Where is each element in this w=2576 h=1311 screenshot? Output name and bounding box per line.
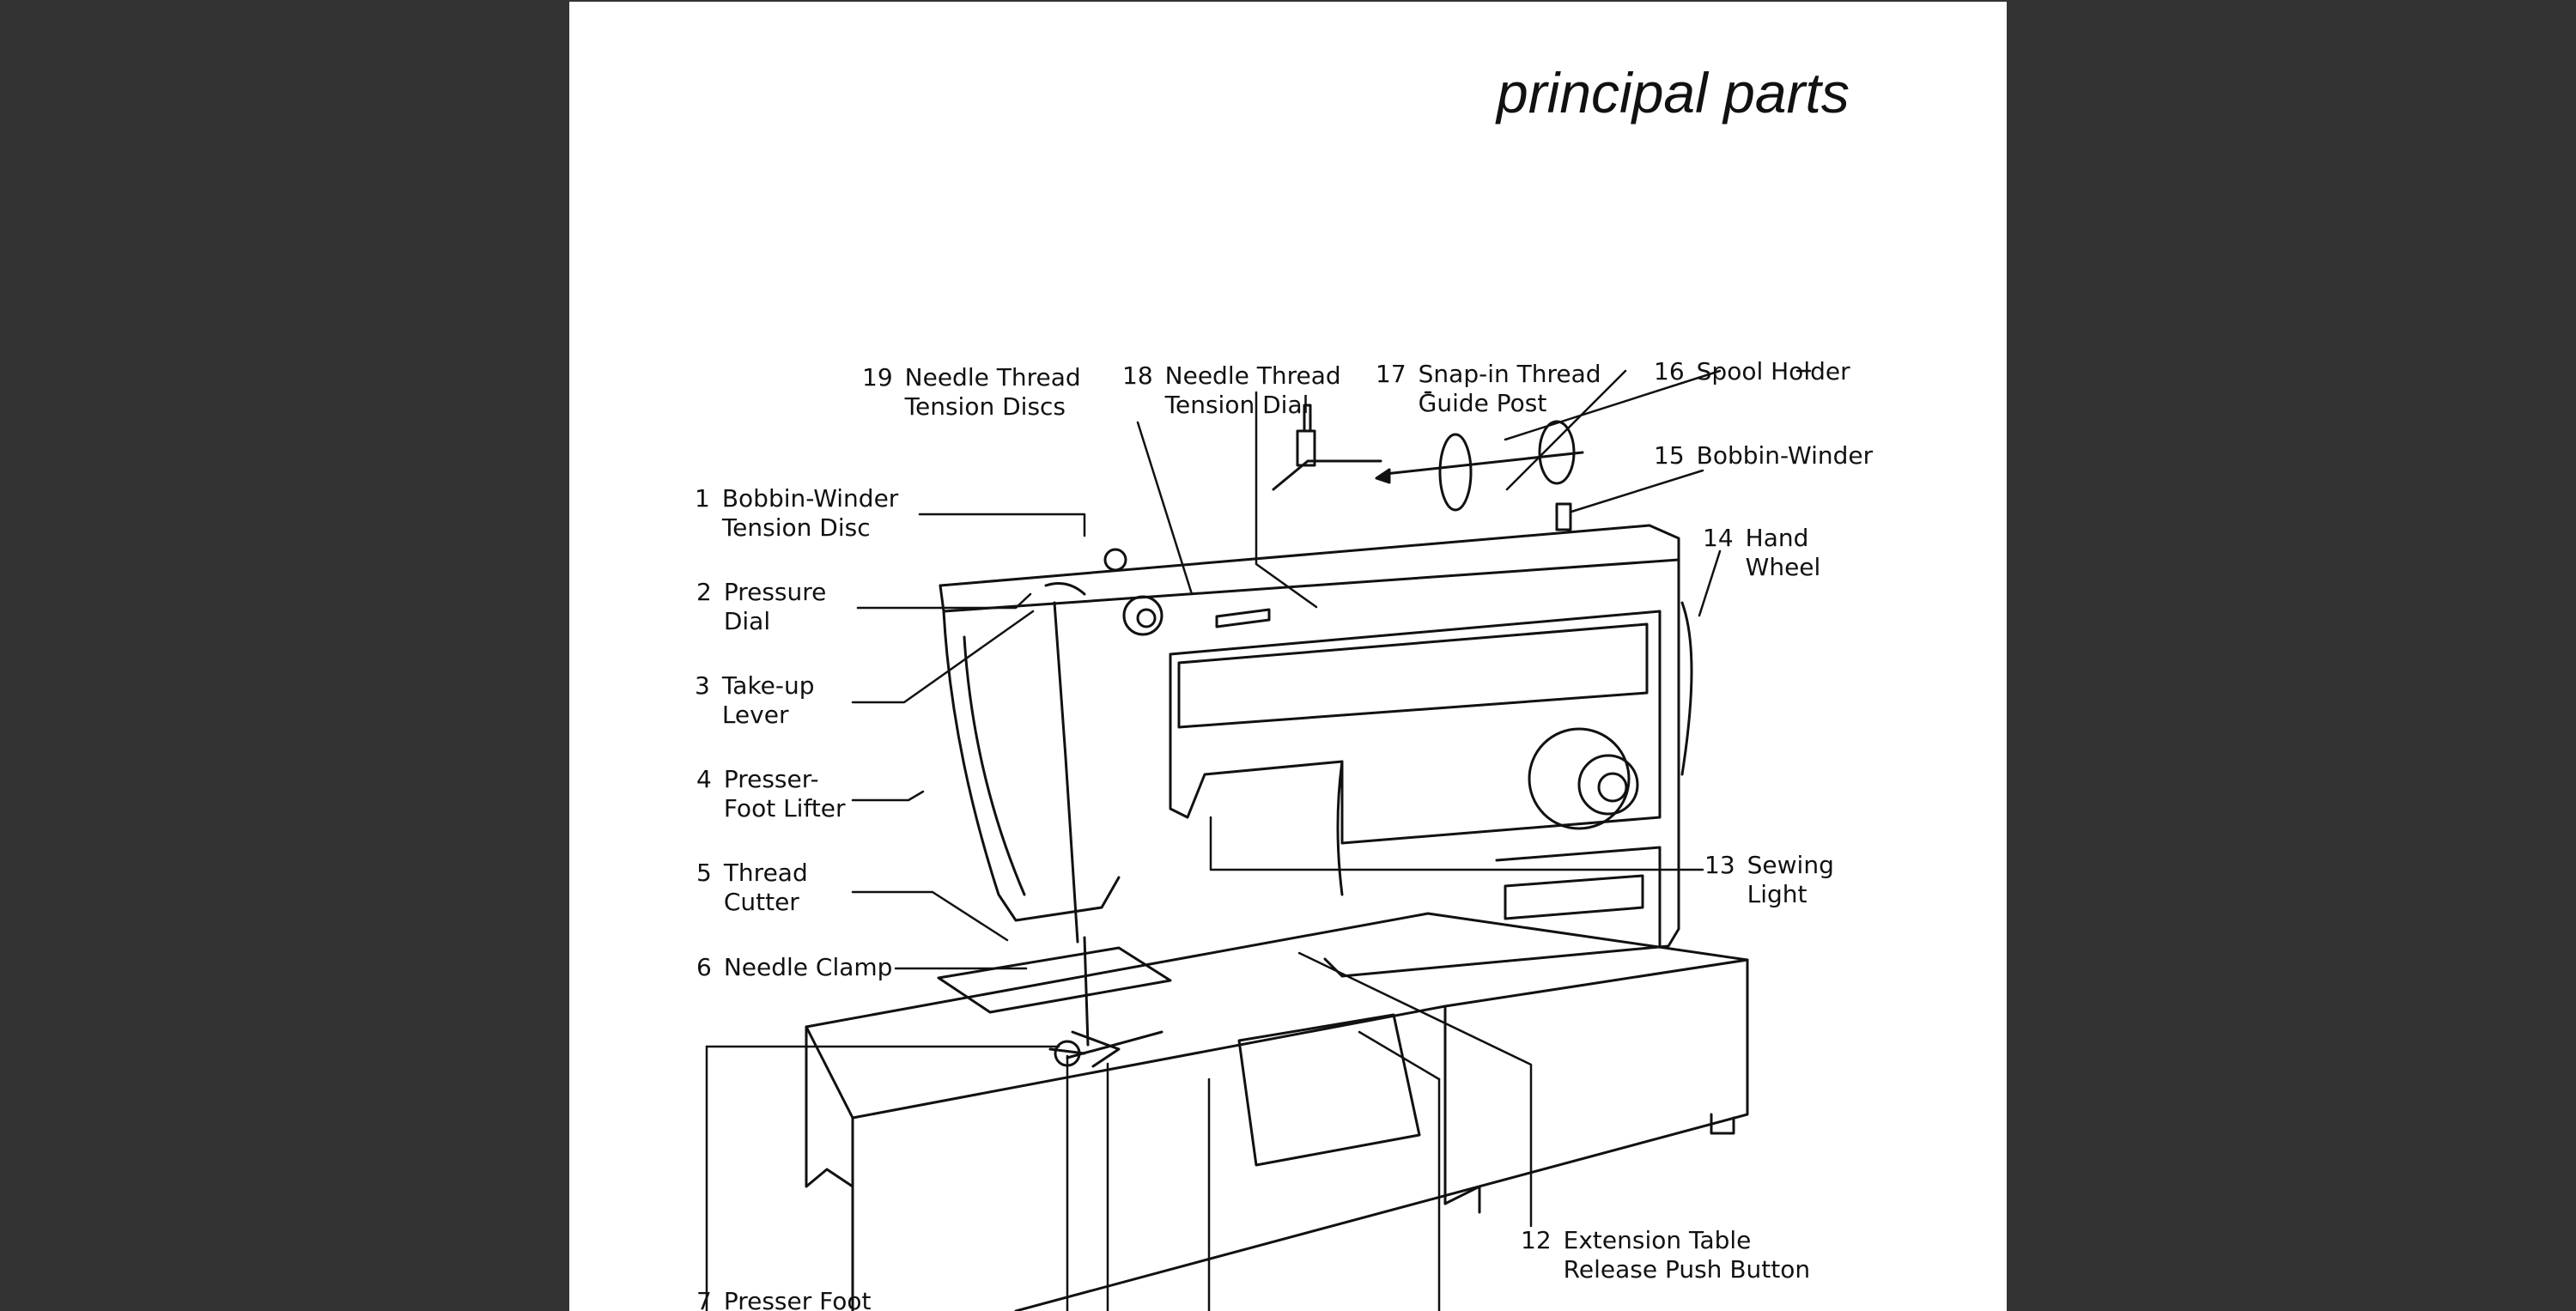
top-parts-drawing	[1046, 405, 1583, 634]
leader-lines	[707, 371, 1810, 1311]
needle-area-drawing	[1050, 603, 1162, 1066]
sewing-machine-illustration	[569, 2, 2007, 1311]
extension-table-drawing	[806, 913, 1747, 1311]
page-title: principal parts	[1497, 61, 1850, 124]
machine-body-drawing	[940, 525, 1692, 976]
manual-page: principal parts	[569, 2, 2007, 1311]
